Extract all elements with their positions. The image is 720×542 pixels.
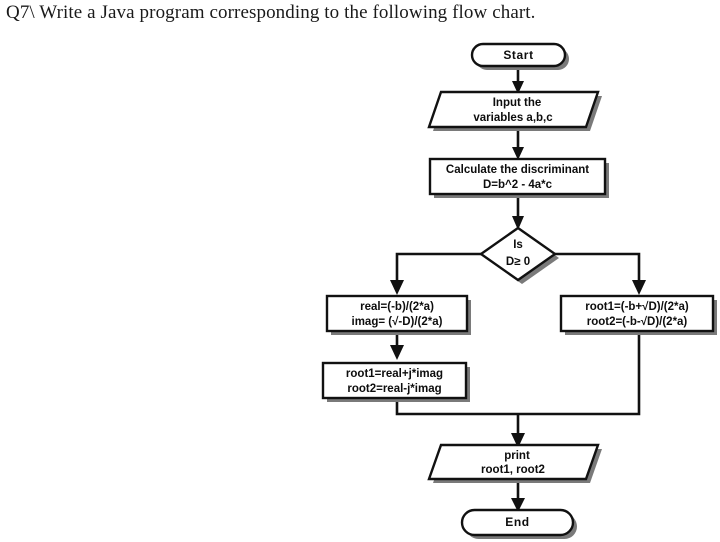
connector-start-to-input	[512, 67, 524, 94]
node-complex-roots[interactable]: root1=real+j*imag root2=real-j*imag	[321, 361, 470, 402]
node-end[interactable]: End	[460, 508, 577, 539]
connector-print-to-end	[511, 479, 525, 512]
node-real-roots-line-1: root1=(-b+√D)/(2*a)	[585, 300, 689, 313]
connector-input-to-discriminant	[512, 127, 524, 160]
node-print-line-2: root1, root2	[481, 464, 545, 476]
node-discriminant-line-2: D=b^2 - 4a*c	[483, 179, 553, 191]
node-real-roots[interactable]: root1=(-b+√D)/(2*a) root2=(-b-√D)/(2*a)	[559, 294, 717, 335]
node-input-line-1: Input the	[493, 97, 542, 109]
page-title: Q7\ Write a Java program corresponding t…	[6, 2, 536, 23]
node-print[interactable]: print root1, root2	[427, 443, 602, 483]
connector-layer	[390, 67, 646, 512]
connector-discriminant-to-decision	[512, 194, 524, 230]
node-input[interactable]: Input the variables a,b,c	[427, 90, 602, 131]
node-decision-line-1: Is	[513, 239, 523, 251]
node-discriminant-line-1: Calculate the discriminant	[446, 164, 589, 176]
node-start-line-1: Start	[503, 48, 533, 62]
node-decision[interactable]: Is D≥ 0	[478, 226, 559, 284]
connector-complex-parts-to-complex-roots	[390, 331, 404, 360]
connector-complex-roots-to-merge	[395, 398, 518, 416]
node-print-line-1: print	[504, 450, 530, 462]
node-complex-parts[interactable]: real=(-b)/(2*a) imag= (√-D)/(2*a)	[325, 294, 471, 335]
node-input-line-2: variables a,b,c	[473, 112, 553, 124]
connector-merge-to-print	[511, 414, 525, 448]
node-real-roots-line-2: root2=(-b-√D)/(2*a)	[587, 315, 688, 328]
connector-decision-to-complex-parts	[390, 252, 483, 295]
node-end-line-1: End	[505, 515, 529, 529]
node-decision-line-2: D≥ 0	[506, 256, 530, 268]
node-discriminant[interactable]: Calculate the discriminant D=b^2 - 4a*c	[428, 157, 609, 198]
node-complex-parts-line-2: imag= (√-D)/(2*a)	[352, 315, 443, 328]
node-complex-parts-line-1: real=(-b)/(2*a)	[360, 301, 434, 313]
connector-real-roots-to-merge	[518, 331, 641, 416]
node-complex-roots-line-1: root1=real+j*imag	[346, 368, 443, 380]
node-start[interactable]: Start	[470, 42, 569, 70]
connector-decision-to-real-roots	[555, 252, 646, 295]
node-complex-roots-line-2: root2=real-j*imag	[347, 383, 441, 395]
